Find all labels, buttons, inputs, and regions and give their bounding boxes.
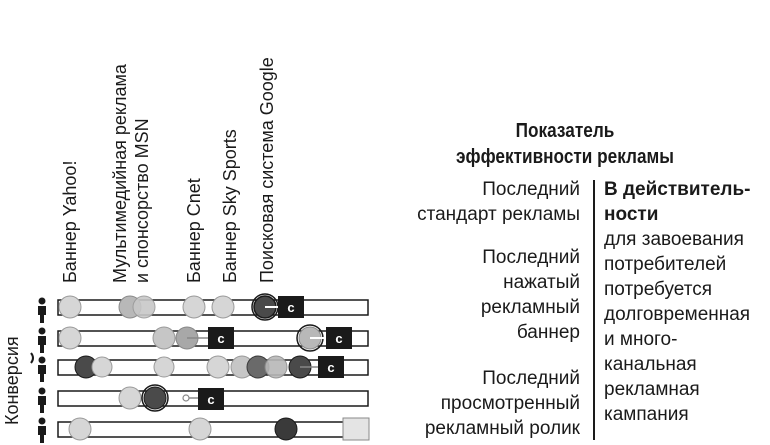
reality-column: В действитель- ности для завоевания потр…: [604, 177, 770, 427]
click-badge: [278, 296, 304, 318]
channel-label-msn-line1: Мультимедийная реклама: [110, 63, 130, 283]
touchpoint: [91, 356, 113, 378]
touchpoint: [118, 386, 142, 410]
effectiveness-title: Показатель эффективности рекламы: [423, 118, 707, 170]
touchpoint: [206, 355, 230, 379]
person-icon: [38, 327, 46, 353]
model-text-line: Последний: [482, 179, 580, 200]
reality-text-line: рекламная: [604, 379, 700, 400]
touchpoint: [274, 417, 298, 441]
channel-label-google: Поисковая система Google: [257, 57, 277, 283]
channel-label-sky: Баннер Sky Sports: [220, 129, 240, 283]
click-badge-label: c: [207, 392, 214, 407]
touchpoint: [264, 355, 288, 379]
touchpoint: [188, 417, 212, 441]
model-last-standard: Последний стандарт рекламы: [340, 177, 580, 227]
reality-text-line: потребителей: [604, 254, 727, 275]
model-last-viewed: Последний просмотренный рекламный ролик: [340, 366, 580, 441]
person-icon: [38, 297, 46, 323]
channel-label-yahoo: Баннер Yahoo!: [60, 161, 80, 283]
touchpoint-ring: [141, 384, 169, 412]
model-text-line: Последний: [482, 247, 580, 268]
reality-text-line: долговременная: [604, 304, 751, 325]
touchpoint: [211, 295, 235, 319]
click-badge-label: c: [335, 331, 342, 346]
reality-heading-line-2: ности: [604, 204, 659, 225]
touchpoint: [153, 356, 175, 378]
column-divider: [593, 180, 595, 440]
model-last-clicked: Последний нажатый рекламный баннер: [340, 245, 580, 345]
model-text-line: Последний: [482, 368, 580, 389]
click-badge: [198, 388, 224, 410]
reality-text-line: потребуется: [604, 279, 713, 300]
model-text-line: просмотренный: [440, 393, 580, 414]
click-badge: [318, 356, 344, 378]
touchpoint: [58, 295, 82, 319]
touchpoint: [58, 326, 82, 350]
conversion-end-box: [342, 417, 370, 441]
channel-label-msn-line2: и спонсорство MSN: [132, 118, 152, 283]
click-badge: [208, 327, 234, 349]
model-text-line: стандарт рекламы: [417, 204, 580, 225]
click-badge-label: c: [287, 300, 294, 315]
touchpoint: [143, 386, 167, 410]
conversion-label: Конверсия: [2, 336, 22, 425]
touchpoint: [68, 417, 92, 441]
journey-bar-5: [57, 421, 369, 438]
reality-text-line: кампания: [604, 404, 689, 425]
conversion-bracket: [30, 352, 34, 364]
touchpoint-small: [182, 394, 190, 402]
touchpoint: [152, 326, 176, 350]
model-text-line: нажатый: [503, 272, 580, 293]
channel-label-cnet: Баннер Cnet: [184, 178, 204, 283]
reality-text-line: для завоевания: [604, 229, 744, 250]
click-badge-label: c: [217, 331, 224, 346]
person-icon: [38, 356, 46, 382]
model-text-line: баннер: [516, 322, 580, 343]
person-icon: [38, 417, 46, 443]
title-line-1: Показатель: [515, 120, 615, 142]
click-badge-label: c: [327, 360, 334, 375]
title-line-2: эффективности рекламы: [456, 146, 674, 168]
touchpoint: [132, 295, 156, 319]
click-badge: [326, 327, 352, 349]
reality-text-line: канальная: [604, 354, 697, 375]
model-text-line: рекламный: [480, 297, 580, 318]
touchpoint: [182, 295, 206, 319]
model-text-line: рекламный ролик: [424, 418, 580, 439]
reality-text-line: и много-: [604, 329, 678, 350]
person-icon: [38, 387, 46, 413]
reality-heading-line-1: В действитель-: [604, 179, 751, 200]
